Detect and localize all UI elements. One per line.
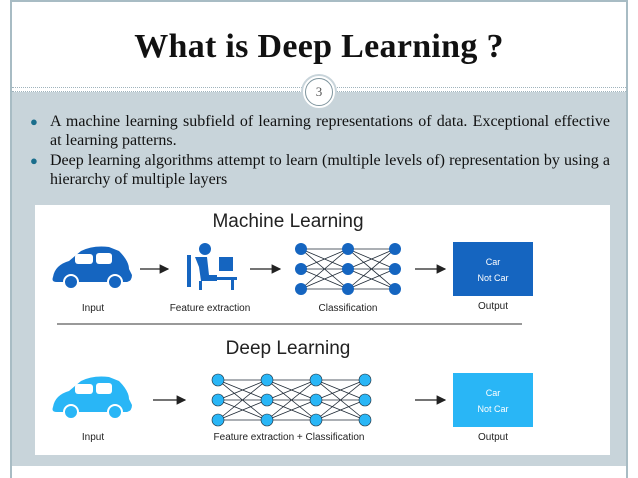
bullet-item: ● Deep learning algorithms attempt to le… [30, 151, 610, 189]
bottom-bar [12, 466, 626, 478]
ml-class-label: Classification [319, 303, 378, 314]
slide-number: 3 [305, 78, 333, 106]
car-icon [52, 376, 132, 420]
dl-heading: Deep Learning [226, 338, 351, 359]
slide-title: What is Deep Learning ? [134, 28, 504, 65]
dl-output-car: Car [486, 388, 501, 398]
deep-neural-network-icon [211, 373, 372, 427]
ml-output-label: Output [478, 301, 508, 312]
dl-output-box [453, 373, 533, 427]
bullet-list: ● A machine learning subfield of learnin… [30, 112, 610, 190]
ml-output-car: Car [486, 257, 501, 267]
frame-right-border [626, 0, 628, 478]
slide-number-badge: 3 [301, 74, 337, 110]
ml-output-box [453, 242, 533, 296]
dl-output-notcar: Not Car [477, 404, 508, 414]
frame-top-border [10, 0, 628, 2]
bullet-item: ● A machine learning subfield of learnin… [30, 112, 610, 150]
car-icon [52, 246, 132, 290]
dl-input-label: Input [82, 432, 104, 443]
bullet-marker-icon: ● [30, 114, 38, 129]
dl-output-label: Output [478, 432, 508, 443]
neural-network-icon [295, 243, 401, 295]
title-area: What is Deep Learning ? [12, 2, 626, 88]
bullet-text: A machine learning subfield of learning … [50, 113, 610, 149]
ml-feature-label: Feature extraction [170, 303, 251, 314]
ml-input-label: Input [82, 303, 104, 314]
ml-vs-dl-diagram: Machine Learning Input Feature extractio… [35, 205, 610, 455]
ml-heading: Machine Learning [212, 211, 363, 232]
diagram-svg: Machine Learning Input Feature extractio… [52, 211, 533, 443]
bullet-marker-icon: ● [30, 153, 38, 168]
bullet-text: Deep learning algorithms attempt to lear… [50, 152, 610, 188]
dl-combined-label: Feature extraction + Classification [214, 432, 365, 443]
person-at-computer-icon [187, 243, 237, 290]
ml-output-notcar: Not Car [477, 273, 508, 283]
frame-left-border [10, 0, 12, 478]
